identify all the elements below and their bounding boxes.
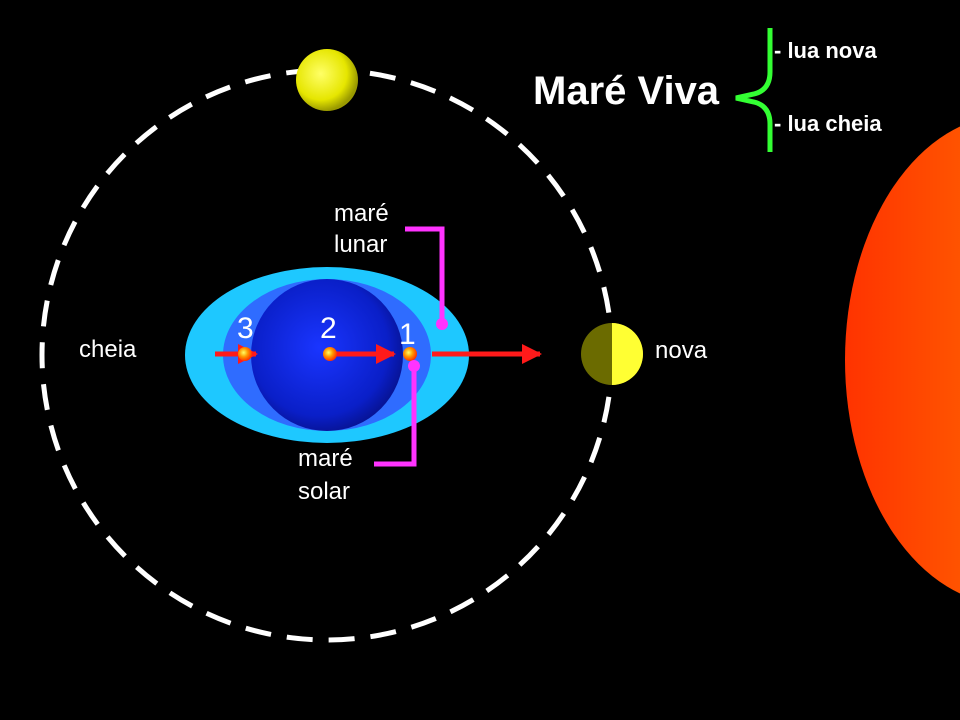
sun xyxy=(845,126,960,594)
lunar-tide-leader xyxy=(405,226,445,322)
legend-bracket xyxy=(735,28,773,152)
lunar-tide-label-line2: lunar xyxy=(334,231,387,258)
point-2-label: 2 xyxy=(320,312,337,345)
legend-item-full-moon: - lua cheia xyxy=(774,111,882,136)
legend-item-new-moon: - lua nova xyxy=(774,38,877,63)
solar-tide-label-line2: solar xyxy=(298,478,350,505)
moon-new xyxy=(581,323,643,385)
lunar-tide-marker xyxy=(436,318,448,330)
solar-tide-leader xyxy=(374,367,417,467)
point-3-dot xyxy=(238,347,252,361)
solar-tide-label-line1: maré xyxy=(298,445,353,472)
point-2-dot xyxy=(323,347,337,361)
point-3-label: 3 xyxy=(237,312,254,345)
new-moon-label: nova xyxy=(655,337,708,364)
full-moon-label: cheia xyxy=(79,336,137,363)
lunar-tide-label-line1: maré xyxy=(334,200,389,227)
title: Maré Viva xyxy=(533,69,720,113)
point-1-label: 1 xyxy=(399,318,416,351)
solar-tide-marker xyxy=(408,360,420,372)
point-1-dot xyxy=(403,347,417,361)
moon-top xyxy=(296,49,358,111)
